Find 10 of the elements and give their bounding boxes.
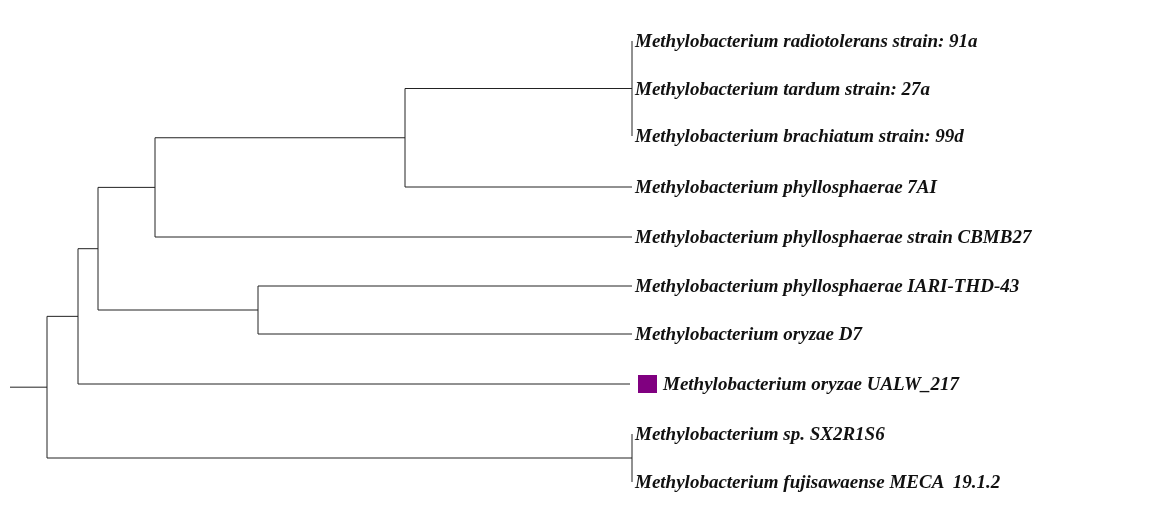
taxon-label: Methylobacterium phyllosphaerae 7AI — [635, 176, 937, 198]
taxon-label: Methylobacterium phyllosphaerae strain CBMB27 — [635, 226, 1032, 248]
taxon-label: Methylobacterium sp. SX2R1S6 — [635, 423, 885, 445]
taxon-label: Methylobacterium brachiatum strain: 99d — [635, 125, 964, 147]
taxon-label: Methylobacterium fujisawaense MECA 19.1.2 — [635, 471, 1001, 493]
taxon-label: Methylobacterium oryzae UALW_217 — [663, 373, 959, 395]
taxon-label: Methylobacterium radiotolerans strain: 91a — [635, 30, 978, 52]
taxon-label: Methylobacterium phyllosphaerae IARI-THD-43 — [635, 275, 1020, 297]
taxon-label: Methylobacterium tardum strain: 27a — [635, 78, 931, 100]
taxon-label: Methylobacterium oryzae D7 — [635, 323, 862, 345]
